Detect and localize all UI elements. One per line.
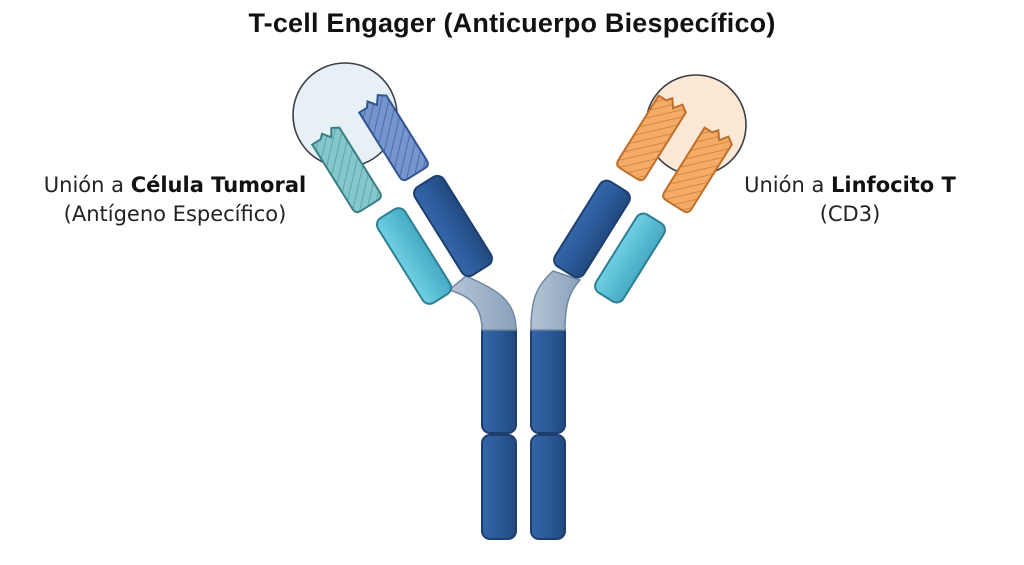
left-heavy-chain-constant bbox=[413, 174, 493, 278]
right-binding-label: Unión a Linfocito T (CD3) bbox=[700, 171, 1000, 229]
right-light-chain-constant bbox=[594, 212, 666, 304]
left-fab-arm bbox=[292, 62, 493, 305]
right-binding-label-line1: Unión a Linfocito T bbox=[700, 171, 1000, 200]
diagram-title: T-cell Engager (Anticuerpo Biespecífico) bbox=[248, 8, 776, 38]
left-hinge bbox=[447, 275, 517, 331]
left-binding-label-line1: Unión a Célula Tumoral bbox=[20, 171, 330, 200]
right-binding-label-line2: (CD3) bbox=[819, 202, 881, 226]
fc-stem bbox=[481, 322, 566, 540]
right-label-bold: Linfocito T bbox=[831, 173, 956, 197]
fc-left-lower-domain bbox=[481, 434, 517, 540]
fc-left-upper-domain bbox=[481, 322, 517, 434]
left-binding-label: Unión a Célula Tumoral (Antígeno Específ… bbox=[20, 171, 330, 229]
right-label-prefix: Unión a bbox=[744, 173, 832, 197]
right-heavy-chain-constant bbox=[553, 179, 631, 279]
left-light-chain-constant bbox=[375, 207, 453, 305]
left-light-chain-variable bbox=[310, 126, 382, 214]
left-label-bold: Célula Tumoral bbox=[130, 173, 307, 197]
left-label-prefix: Unión a bbox=[43, 173, 131, 197]
left-heavy-chain-variable bbox=[357, 94, 429, 182]
fc-right-lower-domain bbox=[530, 434, 566, 540]
right-heavy-chain-variable bbox=[616, 94, 687, 182]
left-binding-label-line2: (Antígeno Específico) bbox=[63, 202, 287, 226]
right-hinge bbox=[530, 270, 582, 331]
right-fab-arm bbox=[553, 74, 747, 304]
fc-right-upper-domain bbox=[530, 322, 566, 434]
right-light-chain-variable bbox=[662, 126, 733, 214]
